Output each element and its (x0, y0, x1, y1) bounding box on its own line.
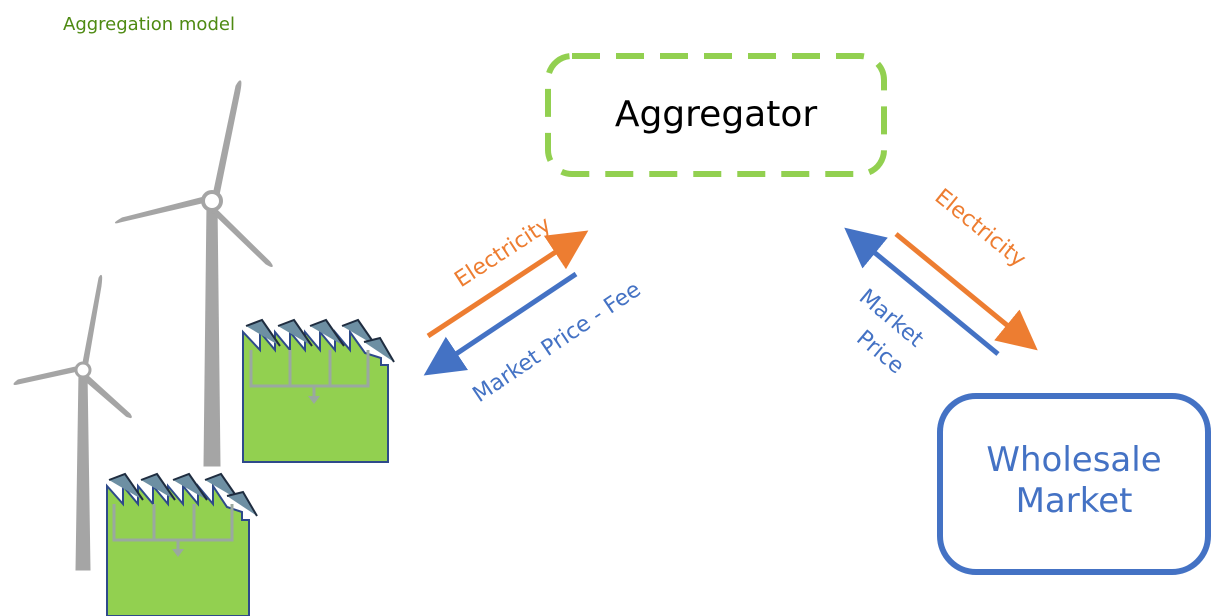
factory-solar-icon-2 (106, 472, 258, 616)
electricity-arrow-left (426, 230, 589, 339)
aggregator-label: Aggregator (614, 94, 818, 135)
wind-turbine-icon-large (115, 80, 273, 467)
electricity-arrow-right (894, 232, 1038, 351)
wholesale-market-line2: Market (1015, 481, 1133, 521)
payment-arrow-right (844, 227, 1000, 356)
aggregator-box (545, 53, 887, 177)
wind-turbine-icon-small (13, 274, 132, 571)
wholesale-market-box (937, 393, 1211, 575)
wholesale-market-line1: Wholesale (986, 440, 1162, 480)
diagram-title: Aggregation model (63, 14, 235, 35)
wholesale-market-label: Wholesale Market (942, 440, 1206, 522)
payment-arrow-left (423, 271, 578, 376)
factory-solar-icon-1 (242, 318, 395, 463)
